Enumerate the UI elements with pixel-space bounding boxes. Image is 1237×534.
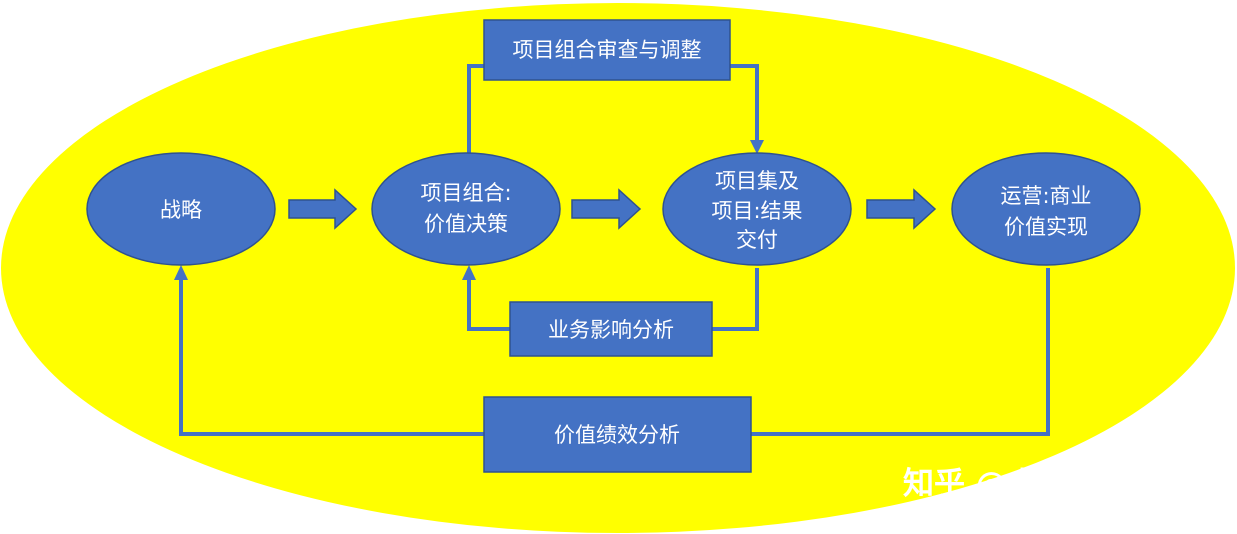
- performance-to-strategy-connector: [179, 280, 484, 436]
- operations-node: 运营:商业 价值实现: [951, 152, 1141, 266]
- operations-label-line2: 价值实现: [1004, 215, 1088, 239]
- operations-label-line1: 运营:商业: [1000, 184, 1091, 208]
- strategy-node: 战略: [86, 152, 276, 266]
- delivery-label-line1: 项目集及: [715, 169, 799, 193]
- watermark-text: 知乎 @小草爱思考: [903, 466, 1162, 502]
- block-arrow-delivery-to-operations: [866, 188, 937, 230]
- arrowhead-into-strategy: [174, 265, 188, 280]
- delivery-label-line2: 项目:结果: [711, 199, 802, 223]
- block-arrow-strategy-to-portfolio: [288, 188, 358, 230]
- impact-to-portfolio-connector: [467, 280, 510, 331]
- delivery-node: 项目集及 项目:结果 交付: [662, 152, 852, 266]
- impact-box: 业务影响分析: [509, 301, 713, 357]
- strategy-label: 战略: [160, 198, 202, 222]
- performance-box-label: 价值绩效分析: [554, 423, 680, 447]
- portfolio-node: 项目组合: 价值决策: [371, 152, 561, 266]
- review-box: 项目组合审查与调整: [483, 19, 731, 81]
- block-arrows: [288, 188, 937, 230]
- performance-connector: [751, 268, 1050, 436]
- performance-box: 价值绩效分析: [483, 396, 752, 473]
- review-to-delivery-connector: [730, 64, 759, 142]
- connectors: [179, 64, 1050, 436]
- arrowhead-into-portfolio: [462, 265, 476, 280]
- block-arrow-portfolio-to-delivery: [571, 188, 642, 230]
- arrowheads: [174, 140, 764, 280]
- impact-connector: [712, 268, 759, 331]
- review-box-label: 项目组合审查与调整: [513, 38, 702, 62]
- impact-box-label: 业务影响分析: [548, 318, 674, 342]
- portfolio-label-line1: 项目组合:: [420, 181, 511, 205]
- portfolio-label-line2: 价值决策: [424, 212, 508, 236]
- arrowhead-into-delivery: [750, 140, 764, 154]
- background-ellipse: [1, 3, 1235, 533]
- review-connector: [467, 64, 484, 153]
- delivery-label-line3: 交付: [736, 228, 778, 252]
